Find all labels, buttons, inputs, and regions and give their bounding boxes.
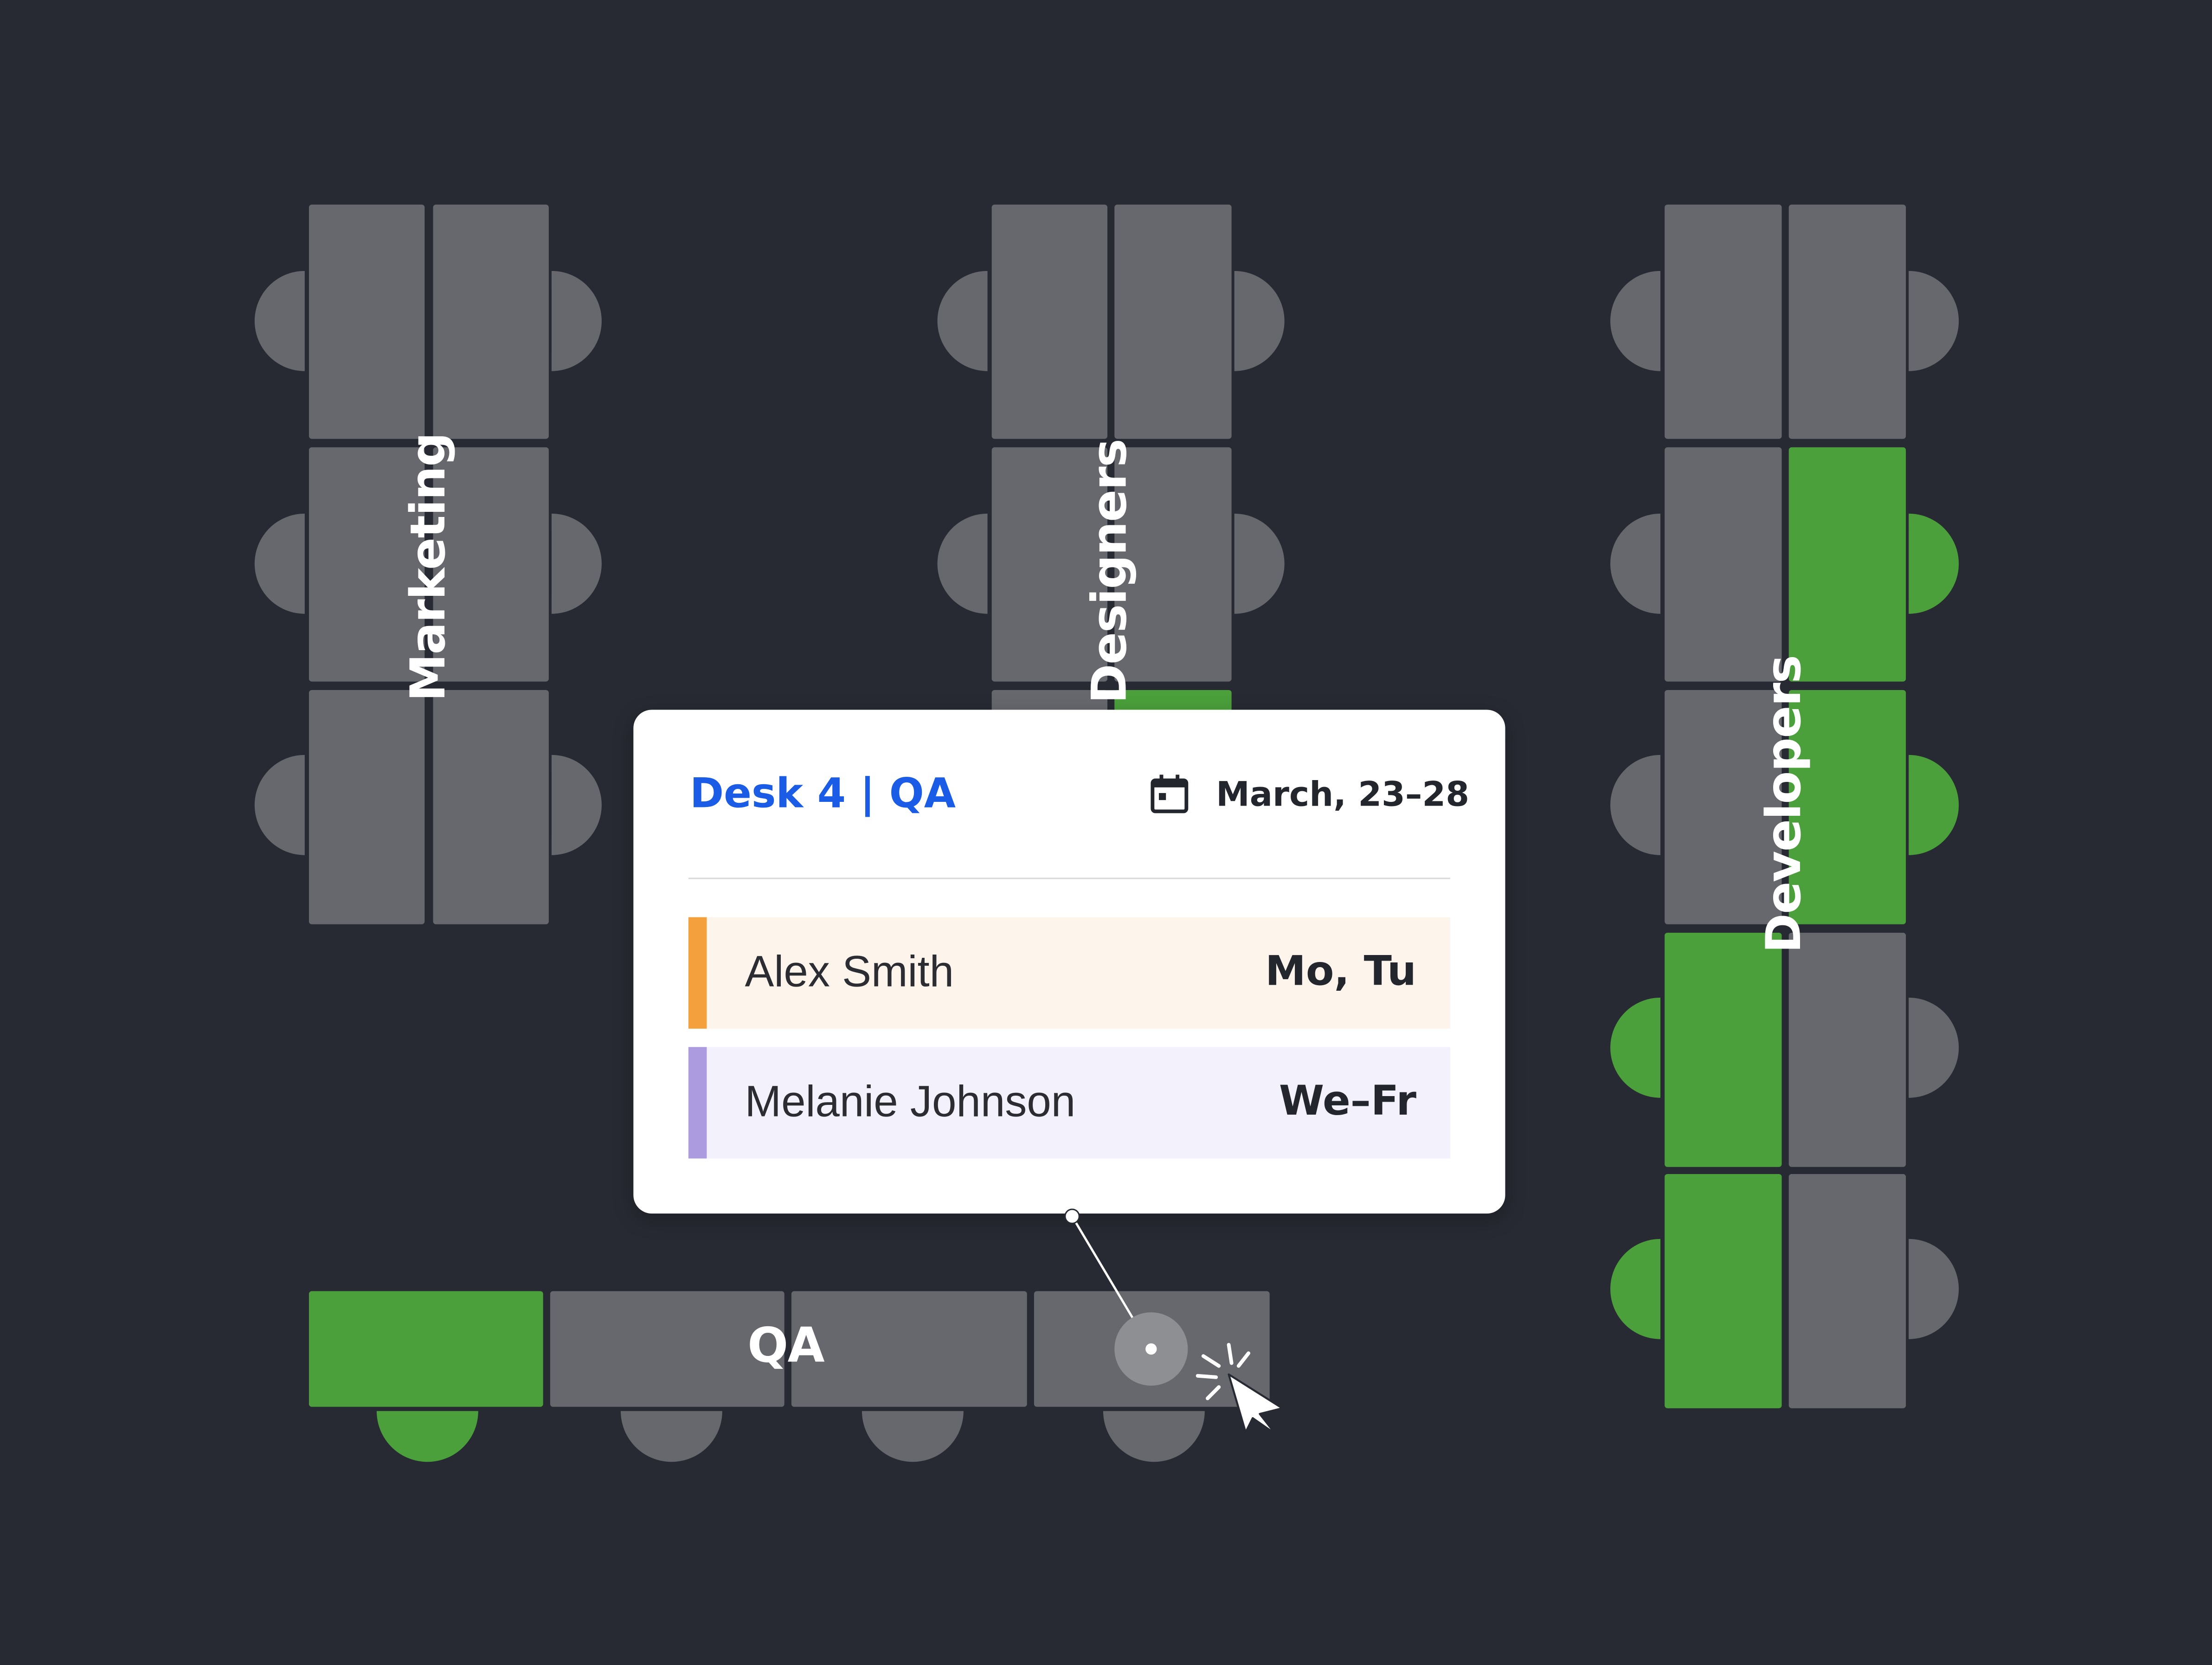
- chair: [620, 1411, 722, 1462]
- chair: [551, 755, 602, 855]
- chair: [1610, 513, 1661, 614]
- chair: [1909, 997, 1959, 1098]
- desk-selection-marker[interactable]: [1114, 1312, 1188, 1386]
- desk-booked[interactable]: [1665, 932, 1782, 1167]
- booking-row[interactable]: Alex Smith Mo, Tu: [688, 917, 1450, 1029]
- popup-title: Desk 4 | QA: [689, 769, 956, 817]
- divider: [688, 878, 1450, 879]
- chair: [862, 1411, 964, 1462]
- desk[interactable]: [309, 690, 425, 924]
- desk-booked[interactable]: [1788, 447, 1906, 682]
- chair-booked: [1909, 755, 1959, 855]
- chair: [1909, 1239, 1959, 1339]
- chair: [1610, 755, 1661, 855]
- chair: [551, 271, 602, 371]
- chair: [254, 271, 305, 371]
- chair: [937, 271, 988, 371]
- desk[interactable]: [1665, 690, 1782, 924]
- booking-name: Alex Smith: [745, 947, 954, 996]
- desk[interactable]: [309, 204, 425, 439]
- desk[interactable]: [1788, 1174, 1906, 1408]
- desk[interactable]: [433, 204, 549, 439]
- desk[interactable]: [309, 447, 425, 682]
- desk[interactable]: [791, 1291, 1027, 1407]
- desk[interactable]: [1788, 204, 1906, 439]
- desk[interactable]: [1788, 932, 1906, 1167]
- booking-color-stripe: [688, 1047, 707, 1159]
- zone-label-developers: Developers: [1756, 655, 1813, 953]
- desk[interactable]: [991, 204, 1108, 439]
- desk-booked[interactable]: [309, 1291, 543, 1407]
- desk[interactable]: [1114, 204, 1232, 439]
- desk[interactable]: [1665, 204, 1782, 439]
- chair: [254, 755, 305, 855]
- desk[interactable]: [1114, 447, 1232, 682]
- chair: [254, 513, 305, 614]
- qa-cluster: [309, 1291, 1270, 1462]
- zone-label-designers: Designers: [1082, 439, 1138, 704]
- desk[interactable]: [1665, 447, 1782, 682]
- chair-booked: [376, 1411, 478, 1462]
- desk-booked[interactable]: [1788, 690, 1906, 924]
- chair: [1909, 271, 1959, 371]
- booking-name: Melanie Johnson: [745, 1077, 1076, 1126]
- chair-booked: [1610, 1239, 1661, 1339]
- desk[interactable]: [550, 1291, 784, 1407]
- developers-cluster: [1610, 204, 1959, 1408]
- chair-booked: [1909, 513, 1959, 614]
- booking-row[interactable]: Melanie Johnson We–Fr: [688, 1047, 1450, 1159]
- marketing-cluster: [254, 204, 602, 924]
- date-range: March, 23–28: [1216, 774, 1469, 814]
- chair: [1610, 271, 1661, 371]
- booking-color-stripe: [688, 917, 707, 1029]
- desk[interactable]: [433, 447, 549, 682]
- chair: [551, 513, 602, 614]
- desk-booked[interactable]: [1665, 1174, 1782, 1408]
- desk[interactable]: [433, 690, 549, 924]
- chair: [937, 513, 988, 614]
- calendar-icon: [1151, 774, 1189, 813]
- chair-booked: [1610, 997, 1661, 1098]
- zone-label-qa: QA: [747, 1318, 824, 1375]
- desk-details-popup[interactable]: Desk 4 | QA March, 23–28 Alex Smith Mo, …: [633, 710, 1505, 1214]
- zone-label-marketing: Marketing: [400, 433, 457, 702]
- desk[interactable]: [991, 447, 1108, 682]
- booking-days: Mo, Tu: [1265, 947, 1416, 995]
- chair: [1103, 1411, 1205, 1462]
- chair: [1234, 271, 1285, 371]
- chair: [1234, 513, 1285, 614]
- booking-days: We–Fr: [1279, 1077, 1416, 1125]
